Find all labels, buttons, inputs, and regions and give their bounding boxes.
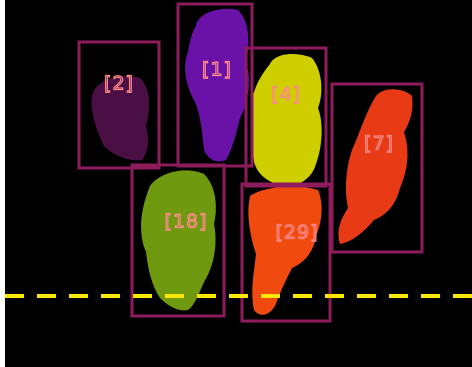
person-mask-2 <box>91 76 150 161</box>
person-mask-7 <box>338 89 413 244</box>
bounding-box-18 <box>130 163 226 318</box>
track-label-7: [7] <box>364 133 394 155</box>
person-mask-4 <box>251 54 322 187</box>
track-label-2: [2] <box>104 73 134 95</box>
bounding-box-29 <box>240 182 332 323</box>
person-mask-1 <box>185 8 249 162</box>
track-label-4: [4] <box>271 84 301 106</box>
bounding-box-4 <box>244 46 328 188</box>
person-mask-29 <box>248 186 322 315</box>
track-label-18: [18] <box>164 211 207 233</box>
bounding-box-7 <box>330 82 424 254</box>
bounding-box-2 <box>77 40 161 170</box>
person-mask-18 <box>141 170 216 311</box>
track-label-1: [1] <box>202 59 232 81</box>
track-label-29: [29] <box>275 222 318 244</box>
